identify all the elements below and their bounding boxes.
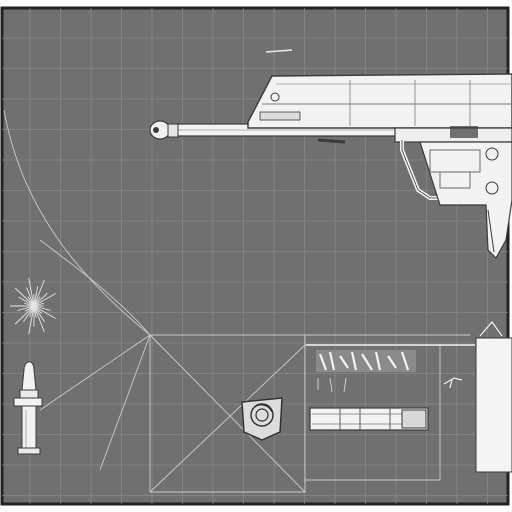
pistol-grip <box>419 141 512 259</box>
starburst-sketch <box>10 277 56 335</box>
blank-panel <box>475 321 512 473</box>
suppressor-sketch <box>309 407 429 431</box>
starburst-ray <box>33 302 44 307</box>
starburst-ray <box>14 305 35 325</box>
bullet-cartridge-drawing <box>13 361 43 455</box>
starburst-ray <box>33 305 45 323</box>
starburst-ray <box>28 305 35 335</box>
pistol-drawing <box>149 49 512 259</box>
construction-lines <box>3 109 470 493</box>
starburst-ray <box>33 293 56 307</box>
rose-emblem-sketch <box>241 397 283 441</box>
bird-sketch <box>443 377 463 389</box>
pistol-slide <box>247 73 512 129</box>
starburst-ray <box>33 305 56 319</box>
starburst-ray <box>18 296 35 307</box>
scribble-label-block <box>306 344 475 393</box>
starburst-ray <box>23 305 35 323</box>
starburst-ray <box>17 305 35 311</box>
starburst-ray <box>33 305 45 333</box>
starburst-ray <box>33 305 51 311</box>
starburst-ray <box>26 287 35 307</box>
starburst-ray <box>33 279 45 307</box>
starburst-ray <box>28 277 35 307</box>
starburst-ray <box>33 286 39 307</box>
starburst-ray <box>33 292 48 307</box>
starburst-ray <box>14 287 35 307</box>
